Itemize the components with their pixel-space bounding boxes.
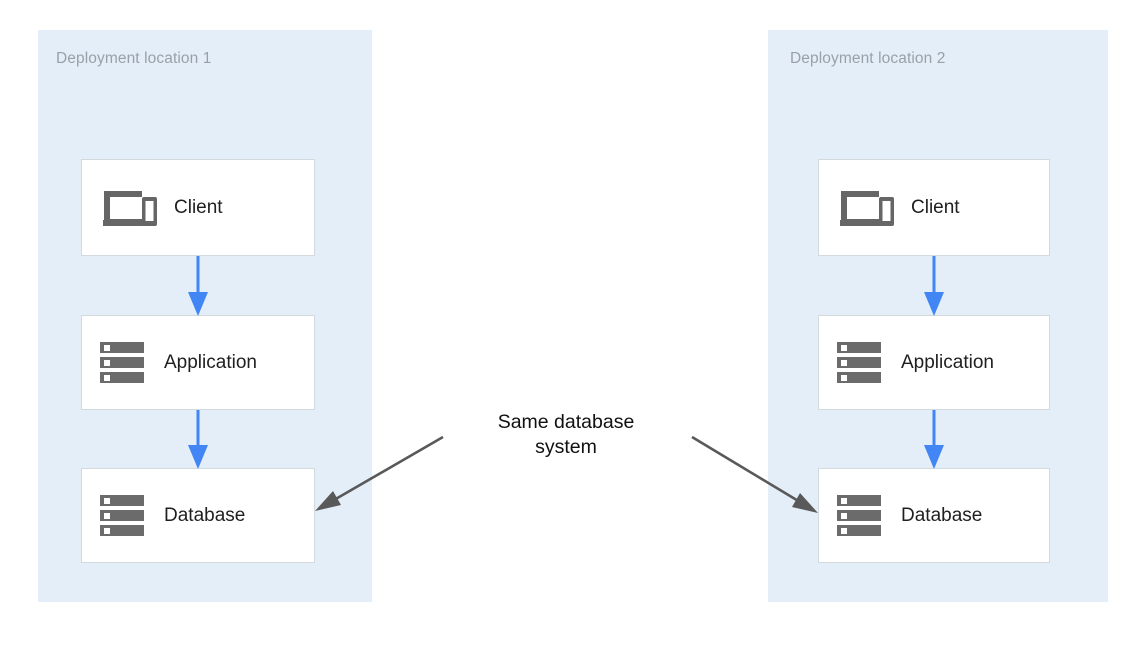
server-icon xyxy=(100,494,148,538)
server-icon xyxy=(837,494,885,538)
annotation-line-1: Same database xyxy=(497,411,635,433)
node-application-2-label: Application xyxy=(901,351,994,373)
devices-icon xyxy=(837,187,895,229)
node-database-2-label: Database xyxy=(901,504,983,526)
node-client-2-label: Client xyxy=(911,196,960,218)
node-client-2[interactable]: Client xyxy=(818,159,1050,256)
node-database-2[interactable]: Database xyxy=(818,468,1050,563)
devices-icon xyxy=(100,187,158,229)
node-application-1[interactable]: Application xyxy=(81,315,315,410)
node-database-1-label: Database xyxy=(164,504,246,526)
node-application-1-label: Application xyxy=(164,351,257,373)
node-application-2[interactable]: Application xyxy=(818,315,1050,410)
node-client-1-label: Client xyxy=(174,196,223,218)
server-icon xyxy=(100,341,148,385)
server-icon xyxy=(837,341,885,385)
deployment-zone-2-label: Deployment location 2 xyxy=(790,50,946,67)
same-database-system-note: Same database system xyxy=(498,410,635,461)
annotation-line-2: system xyxy=(535,436,597,459)
node-database-1[interactable]: Database xyxy=(81,468,315,563)
deployment-zone-1-label: Deployment location 1 xyxy=(56,50,212,67)
node-client-1[interactable]: Client xyxy=(81,159,315,256)
